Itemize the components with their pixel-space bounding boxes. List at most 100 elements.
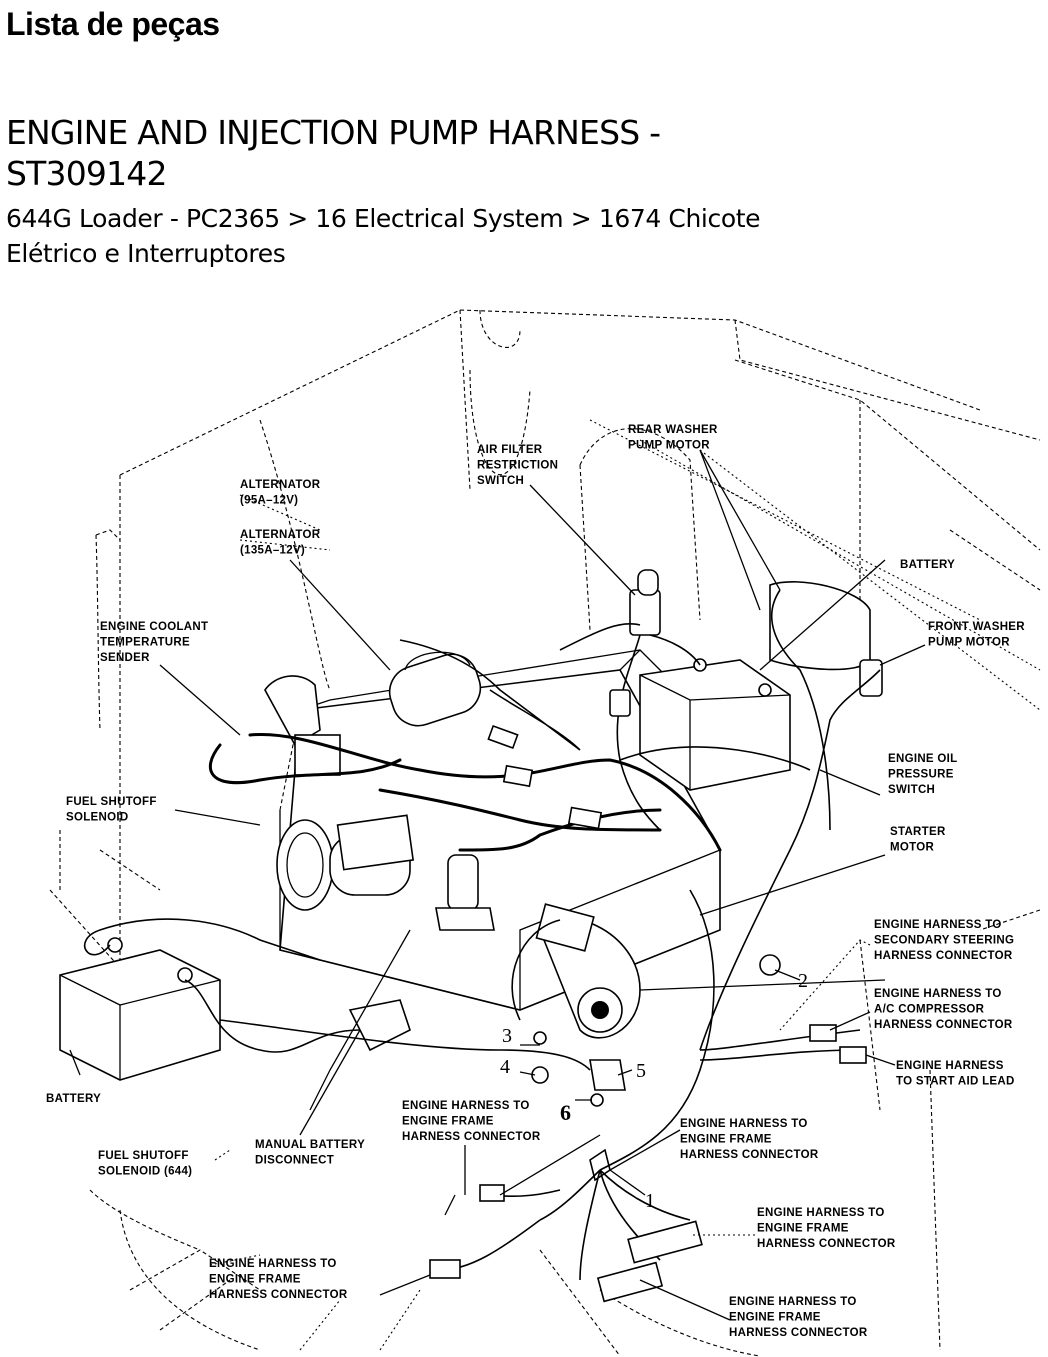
- label-line: ENGINE FRAME: [680, 1134, 772, 1146]
- frame-connector-b: [596, 1261, 664, 1303]
- callout-2: 2: [798, 970, 808, 992]
- label-line: HARNESS CONNECTOR: [729, 1327, 868, 1339]
- label-start-aid-lead: ENGINE HARNESS TO START AID LEAD: [896, 1060, 1015, 1088]
- label-line: ENGINE HARNESS TO: [209, 1258, 337, 1270]
- label-line: ENGINE HARNESS TO: [729, 1296, 857, 1308]
- label-line: AIR FILTER: [477, 444, 543, 456]
- label-secondary-steering-connector: ENGINE HARNESS TO SECONDARY STEERING HARNE…: [874, 919, 1014, 962]
- label-line: ENGINE FRAME: [757, 1223, 849, 1235]
- label-battery-top: BATTERY: [900, 559, 955, 571]
- label-line: TO START AID LEAD: [896, 1076, 1015, 1088]
- label-line: SWITCH: [477, 475, 524, 487]
- label-line: ENGINE HARNESS TO: [874, 919, 1002, 931]
- label-line: RESTRICTION: [477, 460, 558, 472]
- label-line: SENDER: [100, 652, 150, 664]
- label-line: BATTERY: [900, 559, 955, 571]
- label-line: A/C COMPRESSOR: [874, 1004, 985, 1016]
- label-line: HARNESS CONNECTOR: [757, 1238, 896, 1250]
- label-line: SOLENOID (644): [98, 1166, 192, 1178]
- label-line: FUEL SHUTOFF: [66, 796, 157, 808]
- label-line: REAR WASHER: [628, 424, 718, 436]
- label-frame-connector-center: ENGINE HARNESS TO ENGINE FRAME HARNESS CON…: [402, 1100, 541, 1143]
- leader-lines: [69, 449, 926, 1321]
- frame-connector-a: [627, 1220, 703, 1264]
- label-line: SWITCH: [888, 784, 935, 796]
- frame-connector-c: [429, 1259, 461, 1279]
- label-line: TEMPERATURE: [100, 637, 190, 649]
- label-frame-connector-lower-left: ENGINE HARNESS TO ENGINE FRAME HARNESS CON…: [209, 1258, 348, 1301]
- label-air-filter-switch: AIR FILTER RESTRICTION SWITCH: [477, 444, 558, 487]
- page-heading: Lista de peças: [6, 6, 220, 42]
- callout-1: 1: [645, 1190, 655, 1212]
- label-starter-motor: STARTER MOTOR: [890, 826, 946, 854]
- label-line: ENGINE FRAME: [402, 1116, 494, 1128]
- label-line: ENGINE COOLANT: [100, 621, 208, 633]
- frame-connector-d: [479, 1184, 505, 1202]
- label-alternator-135: ALTERNATOR (135A–12V): [240, 529, 321, 557]
- label-line: (95A–12V): [240, 495, 298, 507]
- label-line: HARNESS CONNECTOR: [402, 1131, 541, 1143]
- label-line: HARNESS CONNECTOR: [209, 1289, 348, 1301]
- label-line: ENGINE HARNESS TO: [757, 1207, 885, 1219]
- label-line: HARNESS CONNECTOR: [874, 1019, 1013, 1031]
- label-line: ENGINE OIL: [888, 753, 957, 765]
- machine-outline: [49, 309, 1041, 1357]
- label-fuel-shutoff-644: FUEL SHUTOFF SOLENOID (644): [98, 1150, 192, 1178]
- label-line: ENGINE HARNESS TO: [874, 988, 1002, 1000]
- engine-block: [264, 649, 721, 1039]
- label-manual-battery-disconnect: MANUAL BATTERY DISCONNECT: [255, 1139, 365, 1167]
- label-battery-left: BATTERY: [46, 1093, 101, 1105]
- coolant-outlet: [294, 734, 341, 776]
- label-rear-washer-motor: REAR WASHER PUMP MOTOR: [628, 424, 718, 452]
- callout-4: 4: [500, 1056, 510, 1078]
- label-line: ENGINE HARNESS TO: [402, 1100, 530, 1112]
- manual-disconnect-body: [348, 999, 411, 1052]
- label-line: ENGINE HARNESS TO: [680, 1118, 808, 1130]
- label-line: PUMP MOTOR: [928, 637, 1010, 649]
- label-line: (135A–12V): [240, 545, 305, 557]
- label-line: SECONDARY STEERING: [874, 935, 1014, 947]
- label-frame-connector-lower-right: ENGINE HARNESS TO ENGINE FRAME HARNESS CON…: [757, 1207, 896, 1250]
- label-line: FRONT WASHER: [928, 621, 1025, 633]
- injection-pump-solenoid: [447, 854, 479, 911]
- label-oil-pressure-switch: ENGINE OIL PRESSURE SWITCH: [888, 753, 957, 796]
- label-line: ENGINE FRAME: [209, 1274, 301, 1286]
- page-title: ENGINE AND INJECTION PUMP HARNESS - ST30…: [6, 113, 661, 193]
- wiring-harness: [84, 589, 881, 1303]
- label-line: HARNESS CONNECTOR: [874, 950, 1013, 962]
- label-fuel-shutoff-solenoid: FUEL SHUTOFF SOLENOID: [66, 796, 157, 824]
- washer-reservoir: [769, 581, 871, 671]
- label-line: ENGINE HARNESS: [896, 1060, 1004, 1072]
- label-line: ALTERNATOR: [240, 479, 321, 491]
- label-line: HARNESS CONNECTOR: [680, 1149, 819, 1161]
- battery-left-body: [59, 949, 221, 1081]
- label-ac-compressor-connector: ENGINE HARNESS TO A/C COMPRESSOR HARNESS C…: [874, 988, 1013, 1031]
- label-alternator-95: ALTERNATOR (95A–12V): [240, 479, 321, 507]
- label-line: FUEL SHUTOFF: [98, 1150, 189, 1162]
- air-filter-switch-body: [629, 589, 661, 636]
- label-line: ENGINE FRAME: [729, 1312, 821, 1324]
- label-line: BATTERY: [46, 1093, 101, 1105]
- callout-3: 3: [502, 1025, 512, 1047]
- label-coolant-sender: ENGINE COOLANT TEMPERATURE SENDER: [100, 621, 208, 664]
- label-line: DISCONNECT: [255, 1155, 334, 1167]
- label-line: PRESSURE: [888, 769, 954, 781]
- battery-top-body: [639, 659, 791, 791]
- label-line: MOTOR: [890, 842, 934, 854]
- thermostat-housing: [264, 675, 321, 747]
- breadcrumb: 644G Loader - PC2365 > 16 Electrical Sys…: [6, 204, 761, 268]
- label-line: SOLENOID: [66, 812, 128, 824]
- label-line: MANUAL BATTERY: [255, 1139, 365, 1151]
- label-front-washer-motor: FRONT WASHER PUMP MOTOR: [928, 621, 1025, 649]
- label-frame-connector-right: ENGINE HARNESS TO ENGINE FRAME HARNESS CON…: [680, 1118, 819, 1161]
- ac-connector: [809, 1024, 837, 1042]
- callout-5: 5: [636, 1060, 646, 1082]
- callout-6: 6: [560, 1100, 571, 1125]
- alternator-body: [388, 653, 482, 727]
- label-line: ALTERNATOR: [240, 529, 321, 541]
- label-frame-connector-bottom: ENGINE HARNESS TO ENGINE FRAME HARNESS CON…: [729, 1296, 868, 1339]
- callout-labels: AIR FILTER RESTRICTION SWITCH REAR WASHER P…: [46, 424, 1025, 1339]
- label-line: STARTER: [890, 826, 946, 838]
- start-aid-connector: [839, 1046, 867, 1064]
- label-line: PUMP MOTOR: [628, 440, 710, 452]
